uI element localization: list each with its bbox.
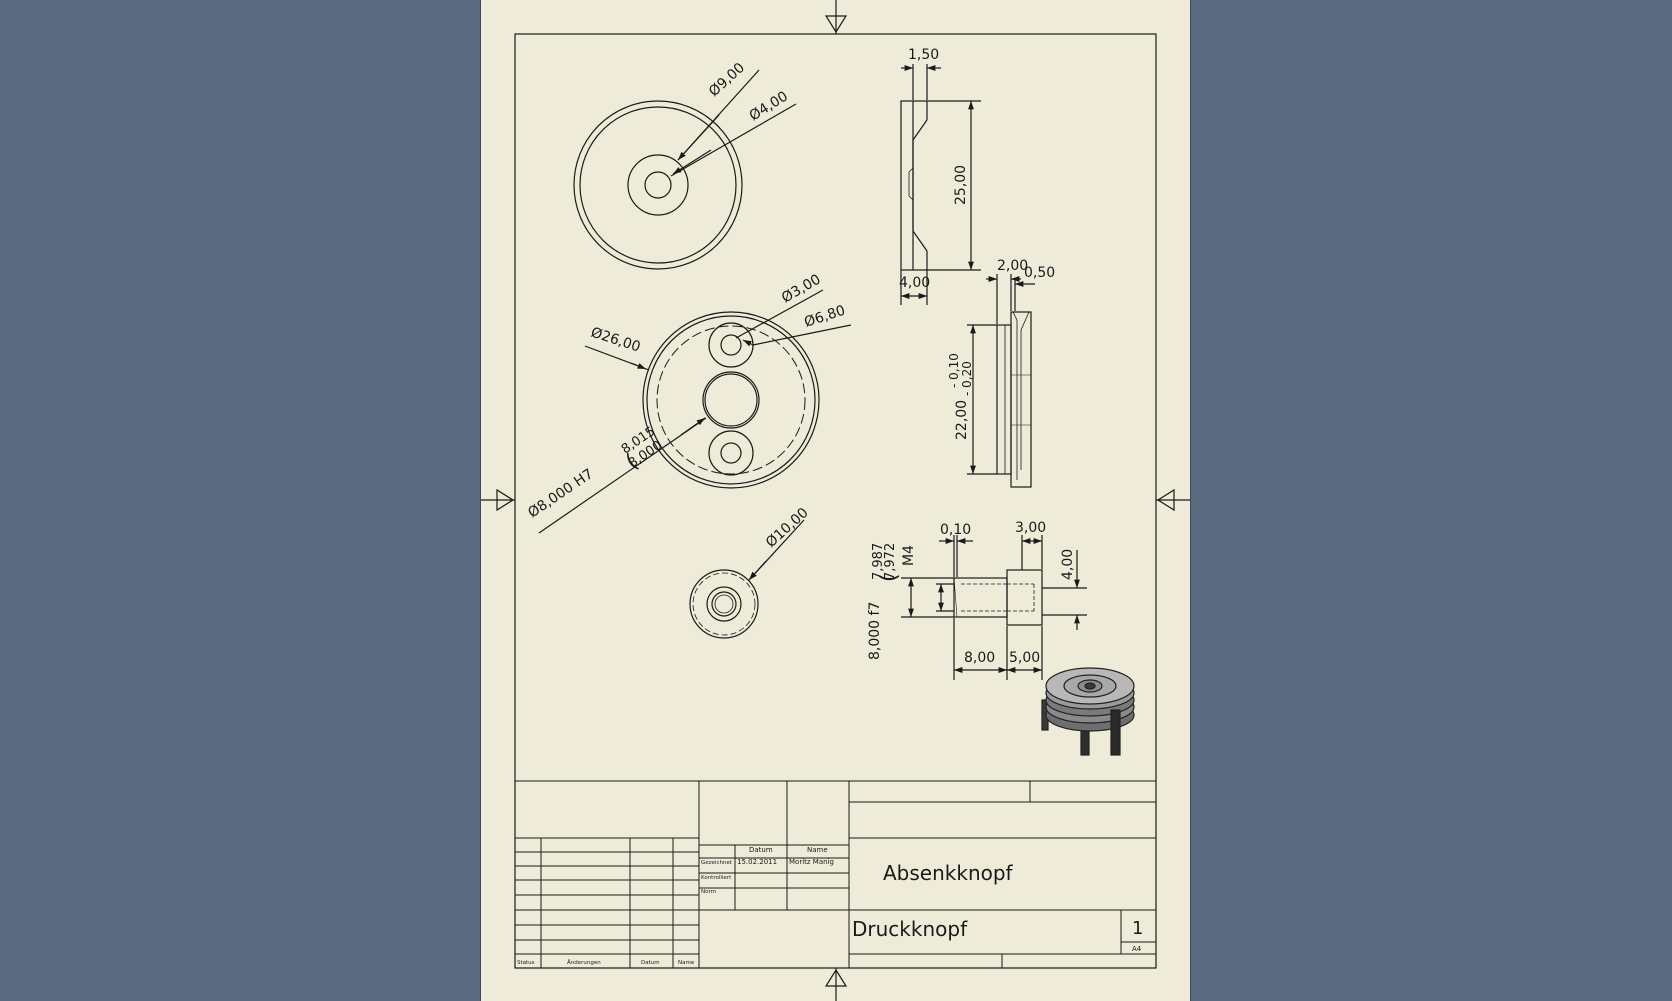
dim-width-8: 8,00 bbox=[964, 650, 995, 666]
drawing-canvas: Ø9,00 Ø4,00 1,50 25,00 4,00 Ø3,00 Ø6,80 … bbox=[481, 0, 1190, 1001]
dim-f7-upper: 7,987 bbox=[871, 543, 886, 580]
view-disc-front bbox=[573, 69, 797, 270]
tb-date: 15.02.2011 bbox=[737, 858, 777, 866]
tb-rev-name: Name bbox=[678, 960, 695, 966]
tb-rev-status: Status bbox=[517, 960, 535, 966]
dim-f7-lower: 7,972 bbox=[883, 543, 898, 580]
tb-row-kontrolliert: Kontrolliert bbox=[701, 875, 732, 881]
tb-rev-date: Datum bbox=[641, 960, 660, 966]
dim-width-0-10: 0,10 bbox=[940, 522, 971, 538]
tb-col-name: Name bbox=[807, 846, 828, 854]
tb-row-norm: Norm bbox=[701, 889, 716, 895]
dim-tol-upper: - 0,10 bbox=[947, 353, 961, 388]
dim-tol-lower: - 0,20 bbox=[960, 361, 974, 396]
dim-diameter-8-f7: 8,000 f7 bbox=[867, 602, 883, 660]
tb-rev-changes: Änderungen bbox=[567, 959, 601, 966]
tb-row-gezeichnet: Gezeichnet bbox=[701, 860, 733, 866]
view-body-front bbox=[538, 289, 852, 534]
dim-width-1-50: 1,50 bbox=[908, 47, 939, 63]
dim-diameter-10: Ø10,00 bbox=[763, 505, 812, 551]
view-pin-side bbox=[901, 535, 1087, 680]
dim-height-4-pin: 4,00 bbox=[1060, 549, 1076, 580]
tb-author: Moritz Manig bbox=[789, 858, 834, 866]
tb-title: Absenkknopf bbox=[883, 861, 1014, 885]
dim-height-25: 25,00 bbox=[953, 165, 969, 205]
tb-sheet-number: 1 bbox=[1132, 918, 1143, 939]
drawing-border bbox=[514, 33, 1157, 969]
centering-marks bbox=[481, 0, 1190, 1001]
dim-width-2: 2,00 bbox=[997, 258, 1028, 274]
dim-width-5: 5,00 bbox=[1009, 650, 1040, 666]
dim-diameter-8-h7: Ø8,000 H7 bbox=[525, 466, 596, 521]
title-block-labels: Datum Name Gezeichnet Kontrolliert Norm … bbox=[517, 846, 1143, 966]
view-pin-front bbox=[689, 519, 805, 639]
view-body-side bbox=[967, 274, 1035, 488]
tb-part-name: Druckknopf bbox=[852, 917, 968, 941]
isometric-render bbox=[1041, 667, 1135, 756]
dim-width-4: 4,00 bbox=[899, 275, 930, 291]
dimension-labels: Ø9,00 Ø4,00 1,50 25,00 4,00 Ø3,00 Ø6,80 … bbox=[525, 47, 1076, 666]
tb-col-datum: Datum bbox=[749, 846, 773, 854]
tb-format: A4 bbox=[1132, 945, 1142, 953]
dim-diameter-9: Ø9,00 bbox=[706, 60, 748, 100]
dim-thread-m4: M4 bbox=[901, 545, 917, 566]
title-block bbox=[515, 780, 1156, 968]
dim-height-22: 22,00 bbox=[954, 400, 970, 440]
drawing-sheet: Ø9,00 Ø4,00 1,50 25,00 4,00 Ø3,00 Ø6,80 … bbox=[481, 0, 1190, 1001]
dim-width-3: 3,00 bbox=[1015, 520, 1046, 536]
dim-diameter-3: Ø3,00 bbox=[779, 272, 824, 307]
dim-width-0-50: 0,50 bbox=[1024, 265, 1055, 281]
tol-bracket: ( bbox=[877, 573, 902, 582]
view-disc-side bbox=[900, 64, 981, 305]
